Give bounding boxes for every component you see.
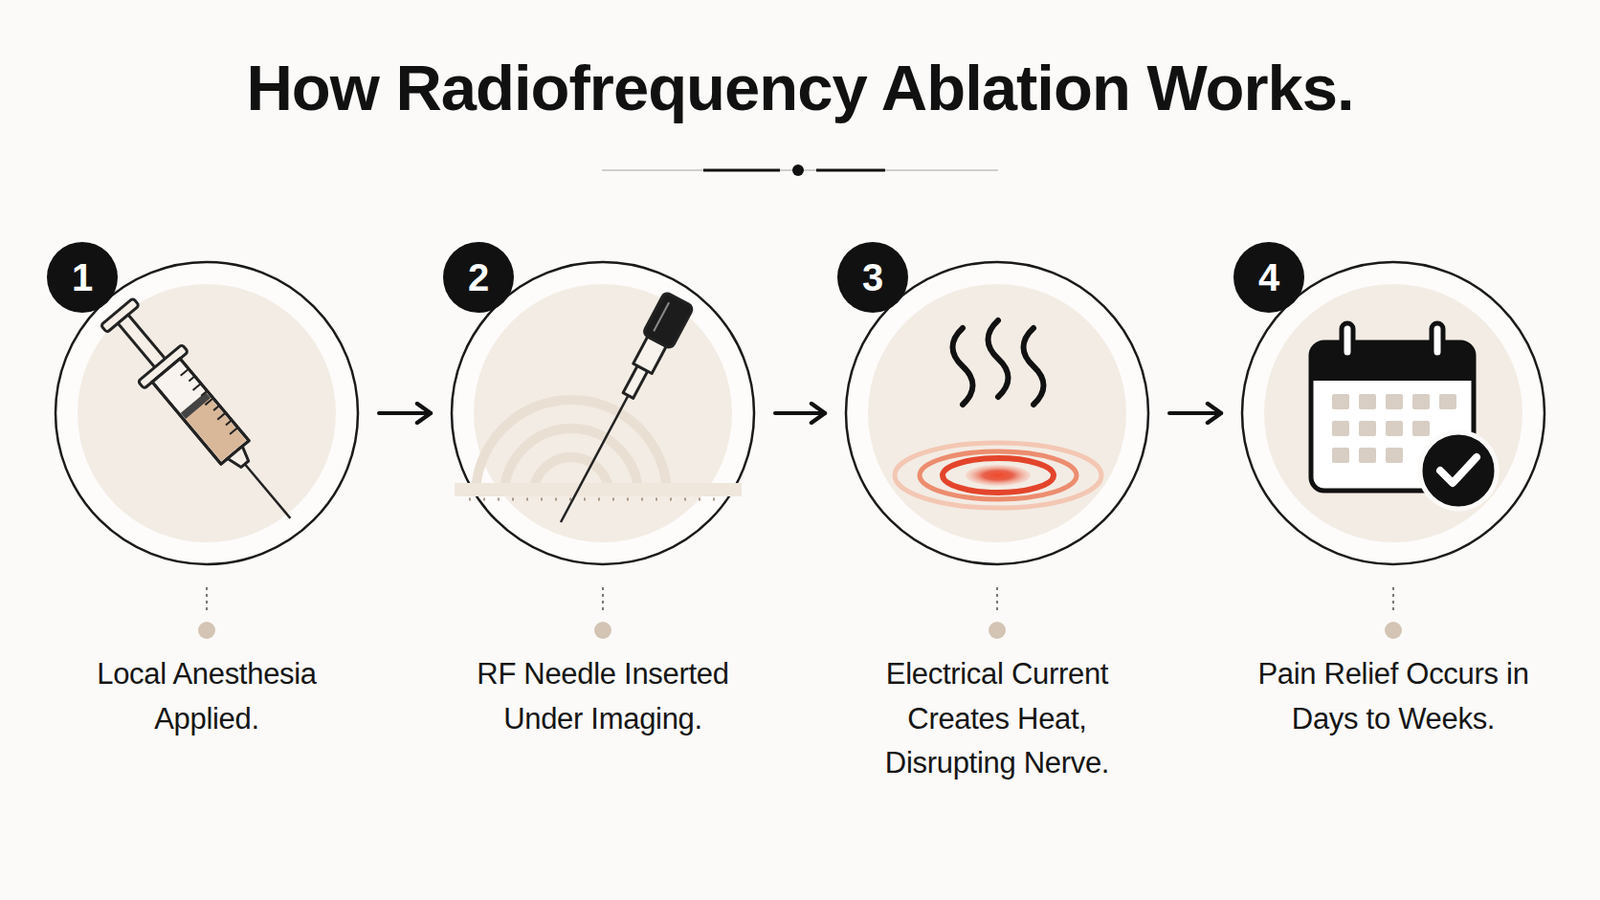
step-number: 1 [46, 242, 118, 313]
step-number: 3 [837, 242, 909, 313]
title-divider [601, 164, 999, 177]
step-circle: 1Local Anesthesia Applied. [53, 260, 360, 567]
circle-fill [1264, 284, 1523, 543]
diagram-title: How Radiofrequency Ablation Works. [0, 49, 1600, 127]
step-arrow [378, 411, 431, 416]
divider-segment [816, 169, 886, 173]
step-circle: 2RF Needle Inserted Under Imaging. [449, 260, 756, 567]
step-circle: 3Electrical Current Creates Heat, Disrup… [844, 260, 1151, 567]
divider-segment [703, 169, 780, 173]
leader-line [996, 587, 999, 613]
leader-line [205, 587, 208, 613]
circle-fill [867, 284, 1127, 543]
step-arrow [775, 411, 825, 416]
divider-line [601, 169, 999, 172]
leader-dot [594, 622, 612, 640]
step-label: Pain Relief Occurs in Days to Weeks. [1235, 652, 1552, 742]
divider-dot [792, 164, 804, 177]
leader-dots [198, 622, 1402, 640]
step-arrow [1169, 411, 1222, 416]
step-number: 4 [1233, 242, 1305, 313]
leader-lines [206, 587, 1394, 613]
step-circle: 4Pain Relief Occurs in Days to Weeks. [1240, 260, 1547, 567]
leader-line [1392, 587, 1395, 613]
leader-line [601, 587, 604, 613]
leader-dot [988, 622, 1006, 640]
step-label: Electrical Current Creates Heat, Disrupt… [839, 652, 1156, 787]
step-number: 2 [443, 242, 514, 313]
circle-fill [473, 284, 733, 543]
circle-fill [77, 284, 336, 543]
leader-dot [198, 622, 216, 640]
step-label: RF Needle Inserted Under Imaging. [444, 652, 761, 742]
step-label: Local Anesthesia Applied. [48, 652, 365, 742]
leader-dot [1384, 622, 1402, 640]
